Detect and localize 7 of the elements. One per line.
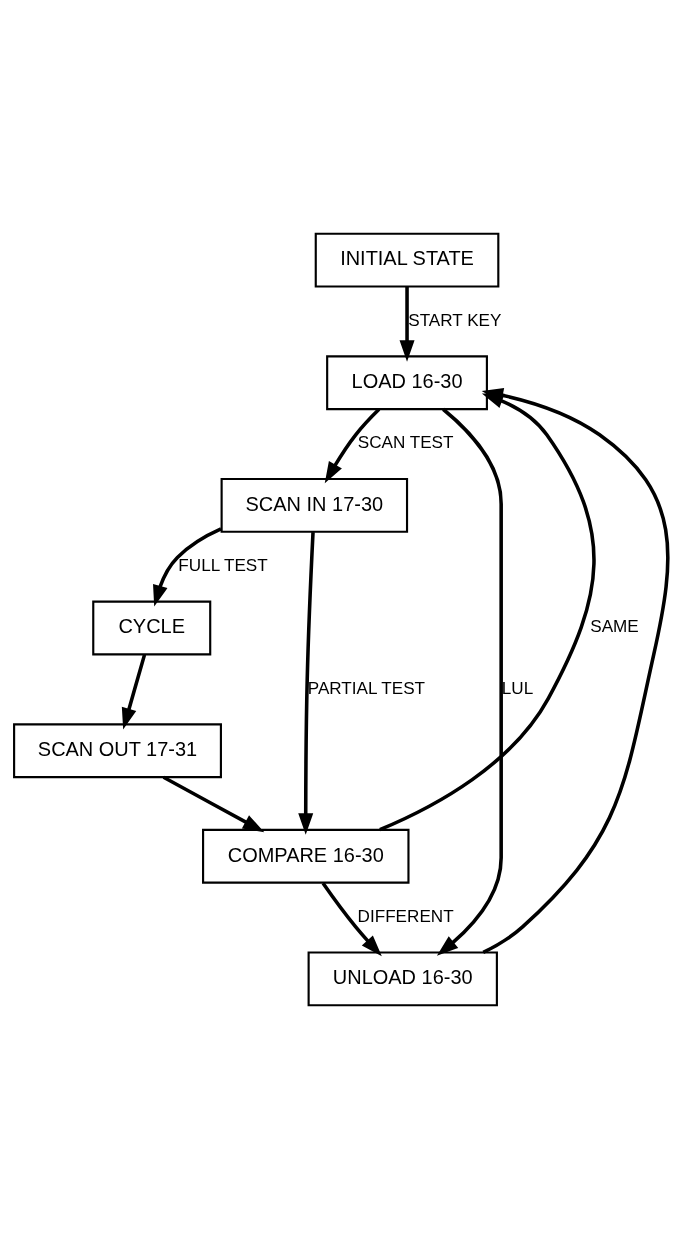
edge-label: PARTIAL TEST [307, 678, 426, 698]
edge-label: SCAN TEST [357, 433, 454, 453]
edge-label: FULL TEST [178, 556, 268, 576]
edge-label: START KEY [408, 310, 502, 330]
edge-label: SAME [590, 617, 639, 637]
edge-label: LUL [501, 678, 534, 698]
edge-label: DIFFERENT [357, 907, 454, 926]
